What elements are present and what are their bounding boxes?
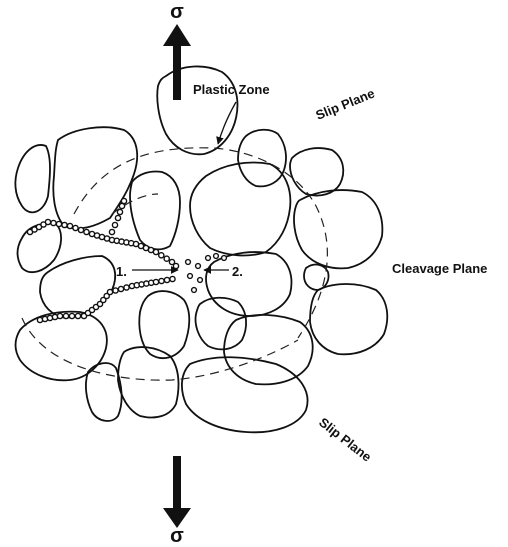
- grain: [290, 148, 343, 195]
- void: [186, 260, 191, 265]
- crack-bead: [121, 198, 126, 203]
- stress-symbol-top: σ: [170, 1, 184, 23]
- void: [214, 254, 219, 259]
- crack-bead: [170, 276, 175, 281]
- grain: [294, 190, 382, 268]
- crack-bead: [69, 313, 74, 318]
- grain: [310, 284, 387, 354]
- grain: [18, 224, 62, 273]
- grain: [190, 163, 290, 256]
- crack-bead: [57, 313, 62, 318]
- grain: [16, 312, 107, 381]
- stress-arrow-down: [163, 456, 191, 528]
- crack-upper: [27, 198, 178, 268]
- crack-bead: [56, 221, 61, 226]
- grain: [130, 171, 180, 249]
- crack-bead: [118, 286, 123, 291]
- crack-bead: [159, 278, 164, 283]
- crack-bead: [67, 223, 72, 228]
- crack-lower: [37, 276, 175, 322]
- crack-bead: [107, 289, 112, 294]
- grain: [182, 357, 308, 432]
- grain: [224, 315, 313, 384]
- crack-bead: [62, 222, 67, 227]
- void: [192, 288, 197, 293]
- plastic-zone-label: Plastic Zone: [193, 82, 270, 97]
- crack-bead: [109, 229, 114, 234]
- crack-bead: [78, 227, 83, 232]
- crack-bead: [112, 222, 117, 227]
- crack-bead: [153, 249, 158, 254]
- void: [222, 256, 227, 261]
- site-2-label: 2.: [232, 264, 243, 279]
- crack-bead: [63, 313, 68, 318]
- grain: [40, 256, 115, 318]
- stress-symbol-bottom: σ: [170, 525, 184, 542]
- grain: [304, 265, 329, 290]
- void: [198, 278, 203, 283]
- grain: [196, 298, 247, 350]
- void: [206, 256, 211, 261]
- slip-plane-label-top: Slip Plane: [314, 86, 377, 123]
- grain: [206, 252, 291, 316]
- void: [188, 274, 193, 279]
- grain: [53, 127, 137, 228]
- slip-plane-label-bottom: Slip Plane: [316, 415, 374, 465]
- cleavage-plane-label: Cleavage Plane: [392, 261, 487, 276]
- crack-bead: [45, 219, 50, 224]
- crack-bead: [153, 279, 158, 284]
- grain-structure: [15, 66, 387, 432]
- crack-bead: [73, 225, 78, 230]
- crack-bead: [164, 277, 169, 282]
- stress-arrow-up: [163, 24, 191, 100]
- crack-bead: [115, 215, 120, 220]
- crack-bead: [84, 229, 89, 234]
- crack-bead: [173, 263, 178, 268]
- crack-bead: [164, 256, 169, 261]
- crack-bead: [51, 220, 56, 225]
- crack-bead: [117, 209, 122, 214]
- grain: [157, 66, 237, 154]
- crack-bead: [124, 285, 129, 290]
- grain: [238, 130, 286, 187]
- crack-bead: [159, 253, 164, 258]
- crack-bead: [113, 288, 118, 293]
- grain: [15, 145, 50, 212]
- site-1-label: 1.: [116, 264, 127, 279]
- void: [196, 264, 201, 269]
- crack-bead: [75, 313, 80, 318]
